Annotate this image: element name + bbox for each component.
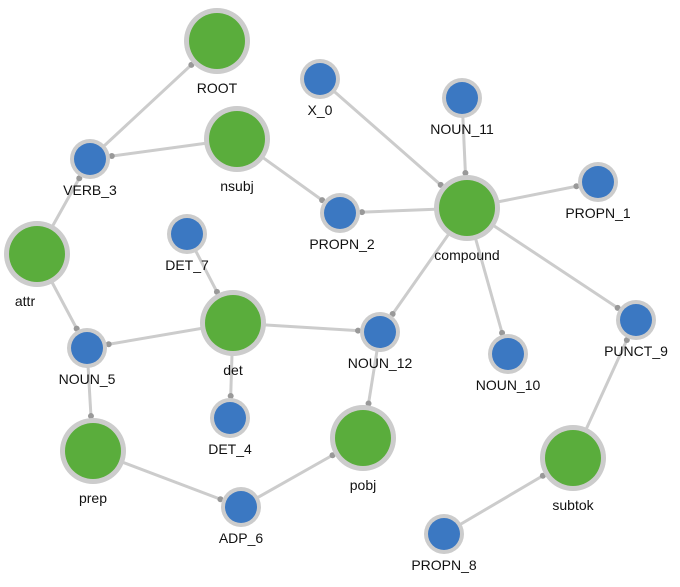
node-label: nsubj (220, 178, 253, 194)
node-ADP_6[interactable]: ADP_6 (219, 487, 264, 546)
node-attr[interactable]: attr (4, 221, 70, 309)
node-label: compound (434, 247, 499, 263)
dependency-node-circle (545, 430, 601, 486)
token-node-circle (71, 332, 103, 364)
node-X_0[interactable]: X_0 (300, 59, 340, 118)
node-label: subtok (552, 497, 594, 513)
edge-arrow-prep-to-ADP_6 (217, 496, 224, 503)
node-DET_4[interactable]: DET_4 (208, 398, 252, 457)
token-node-circle (74, 143, 106, 175)
edge-arrow-compound-to-PROPN_2 (358, 209, 365, 216)
token-node-circle (171, 218, 203, 250)
edge-arrow-det-to-NOUN_5 (105, 341, 112, 348)
node-label: ROOT (197, 80, 238, 96)
node-NOUN_11[interactable]: NOUN_11 (430, 78, 494, 137)
dependency-node-circle (189, 13, 245, 69)
node-NOUN_5[interactable]: NOUN_5 (59, 328, 116, 387)
token-node-circle (304, 63, 336, 95)
node-PROPN_2[interactable]: PROPN_2 (309, 193, 375, 252)
dependency-node-circle (9, 226, 65, 282)
edge-arrow-NOUN_5-to-prep (87, 413, 94, 420)
node-ROOT[interactable]: ROOT (184, 8, 250, 96)
dependency-node-circle (439, 180, 495, 236)
token-node-circle (492, 338, 524, 370)
edge-arrow-det-to-NOUN_12 (355, 327, 362, 334)
node-subtok[interactable]: subtok (540, 425, 606, 513)
node-label: prep (79, 490, 107, 506)
node-NOUN_10[interactable]: NOUN_10 (476, 334, 541, 393)
node-compound[interactable]: compound (434, 175, 500, 263)
node-label: attr (15, 293, 36, 309)
node-VERB_3[interactable]: VERB_3 (63, 139, 117, 198)
node-prep[interactable]: prep (60, 418, 126, 506)
node-label: NOUN_12 (348, 355, 413, 371)
node-pobj[interactable]: pobj (330, 405, 396, 493)
token-node-circle (582, 166, 614, 198)
dependency-node-circle (205, 295, 261, 351)
token-node-circle (225, 491, 257, 523)
node-NOUN_12[interactable]: NOUN_12 (348, 312, 413, 371)
token-node-circle (364, 316, 396, 348)
node-label: NOUN_11 (430, 121, 494, 137)
node-label: PROPN_8 (411, 557, 477, 573)
node-label: DET_4 (208, 441, 252, 457)
node-label: VERB_3 (63, 182, 117, 198)
node-label: DET_7 (165, 257, 209, 273)
edge-arrow-compound-to-NOUN_10 (499, 329, 506, 336)
node-label: PUNCT_9 (604, 343, 668, 359)
edge-compound-to-PUNCT_9 (465, 206, 638, 322)
node-DET_7[interactable]: DET_7 (165, 214, 209, 273)
node-label: NOUN_10 (476, 377, 541, 393)
edge-arrow-compound-to-PROPN_1 (573, 183, 580, 190)
dependency-node-circle (65, 423, 121, 479)
edge-arrow-NOUN_11-to-compound (462, 170, 469, 177)
node-label: PROPN_1 (565, 205, 631, 221)
node-nsubj[interactable]: nsubj (204, 106, 270, 194)
node-label: det (223, 362, 243, 378)
edge-arrow-det-to-DET_4 (227, 393, 234, 400)
node-label: ADP_6 (219, 530, 264, 546)
token-node-circle (446, 82, 478, 114)
dependency-node-circle (335, 410, 391, 466)
edge-arrow-nsubj-to-VERB_3 (108, 153, 115, 160)
token-node-circle (214, 402, 246, 434)
node-label: NOUN_5 (59, 371, 116, 387)
edge-arrow-NOUN_12-to-pobj (365, 400, 372, 407)
dependency-node-circle (209, 111, 265, 167)
node-label: X_0 (308, 102, 333, 118)
node-PROPN_1[interactable]: PROPN_1 (565, 162, 631, 221)
token-node-circle (428, 518, 460, 550)
token-node-circle (324, 197, 356, 229)
node-label: PROPN_2 (309, 236, 375, 252)
node-det[interactable]: det (200, 290, 266, 378)
node-PROPN_8[interactable]: PROPN_8 (411, 514, 477, 573)
node-PUNCT_9[interactable]: PUNCT_9 (604, 300, 668, 359)
token-node-circle (620, 304, 652, 336)
edge-arrow-subtok-to-PUNCT_9 (623, 337, 630, 344)
node-label: pobj (350, 477, 376, 493)
